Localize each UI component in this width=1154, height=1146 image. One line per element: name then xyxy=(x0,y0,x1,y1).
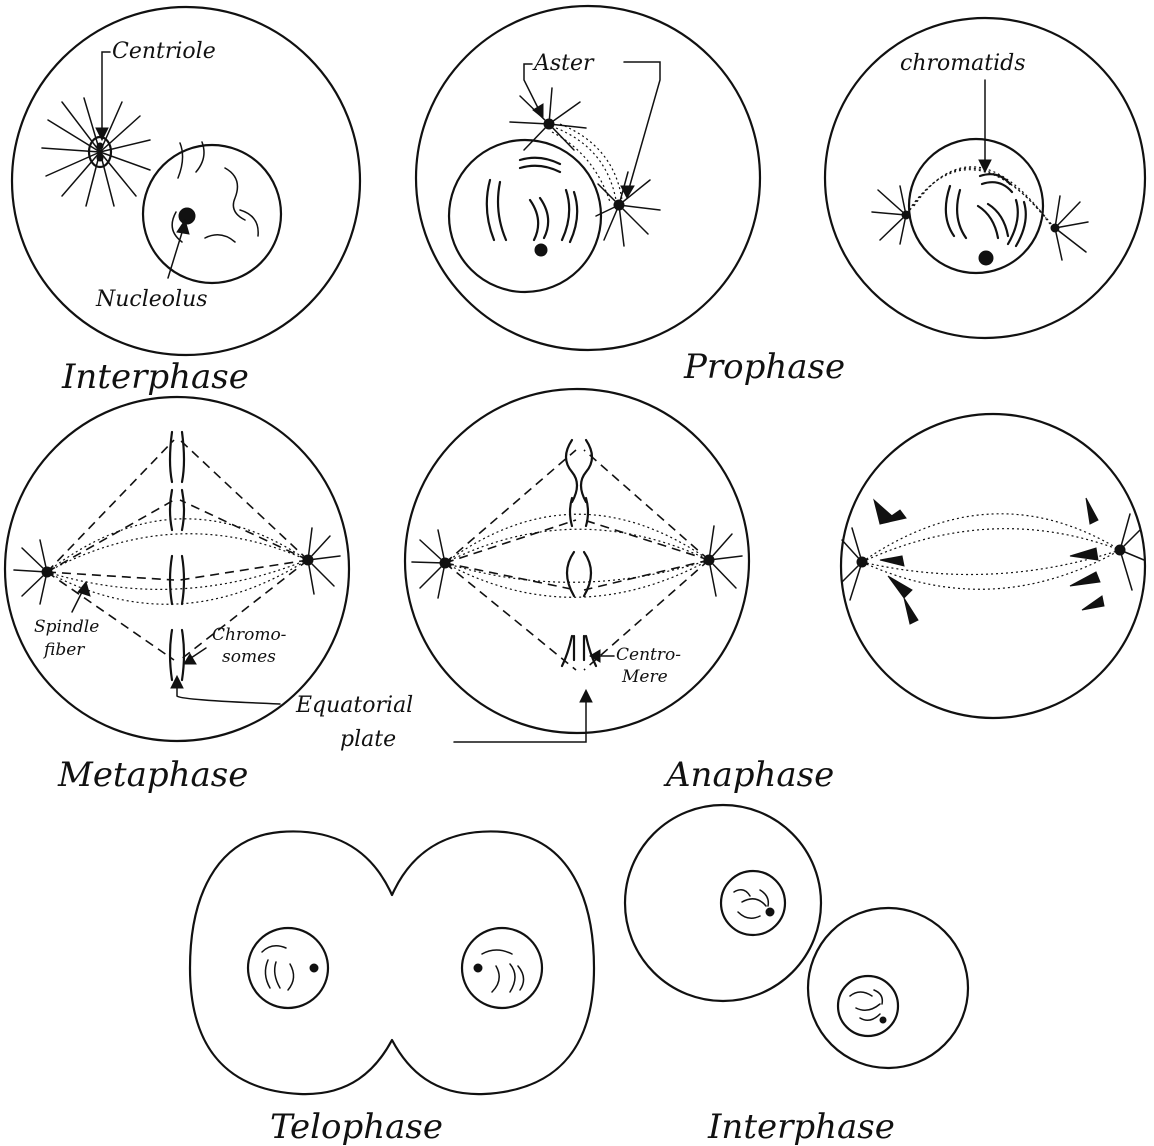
chromatids xyxy=(946,174,1026,246)
stage-title-interphase-top: Interphase xyxy=(61,357,249,397)
aster-pointer-2 xyxy=(624,62,660,192)
fiber-label: fiber xyxy=(42,640,85,660)
separating-chromatids xyxy=(562,440,596,666)
equatorial-label-1: Equatorial xyxy=(295,693,413,718)
centriole-aster-rays xyxy=(42,98,150,206)
interphase-daughter-cells xyxy=(625,805,968,1068)
moved-chromosomes xyxy=(874,498,1104,624)
chromosomes-label-2: somes xyxy=(222,647,276,667)
nucleolus-body xyxy=(179,208,195,224)
chromosomes xyxy=(487,158,577,242)
telophase-cell xyxy=(190,831,594,1094)
aster-label: Aster xyxy=(532,51,595,76)
cell-membrane xyxy=(841,414,1145,718)
nucleus xyxy=(449,140,601,292)
centriole-pointer xyxy=(102,52,110,136)
chromosomes-label-1: Chromo- xyxy=(212,625,287,645)
nucleolus-label: Nucleolus xyxy=(95,287,208,312)
centromere-label-1: Centro- xyxy=(616,645,681,665)
stage-title-prophase: Prophase xyxy=(683,347,845,387)
equatorial-plate-annotation: Equatorial plate xyxy=(171,676,592,752)
prophase-late-cell: chromatids xyxy=(825,18,1145,338)
chromatids-label: chromatids xyxy=(900,51,1025,76)
equatorial-label-2: plate xyxy=(340,727,396,752)
dividing-membrane xyxy=(190,831,594,1094)
centromere-label-2: Mere xyxy=(621,667,668,687)
nucleolus-pointer xyxy=(168,226,184,278)
cell-membrane xyxy=(405,389,749,733)
stage-title-telophase: Telophase xyxy=(270,1107,443,1146)
nucleus xyxy=(143,145,281,283)
anaphase-late-cell xyxy=(841,414,1145,718)
equatorial-pointer-1 xyxy=(177,680,280,704)
daughter-cell-2 xyxy=(808,908,968,1068)
nucleus xyxy=(909,139,1043,273)
chromosomes-plate xyxy=(170,432,184,680)
interphase-cell: Centriole Nucleolus xyxy=(12,7,360,355)
stage-title-interphase-bottom: Interphase xyxy=(707,1107,895,1146)
daughter-cell-1 xyxy=(625,805,821,1001)
daughter-nucleus-2 xyxy=(838,976,898,1036)
anaphase-cell: Centro- Mere xyxy=(405,389,749,733)
daughter-nucleus-1 xyxy=(721,871,785,935)
stage-title-anaphase: Anaphase xyxy=(663,755,834,795)
stage-title-metaphase: Metaphase xyxy=(57,755,248,795)
equatorial-pointer-2 xyxy=(454,696,586,742)
spindle-label: Spindle xyxy=(34,617,99,637)
centriole-label: Centriole xyxy=(112,39,216,64)
prophase-early-cell: Aster xyxy=(416,6,760,350)
